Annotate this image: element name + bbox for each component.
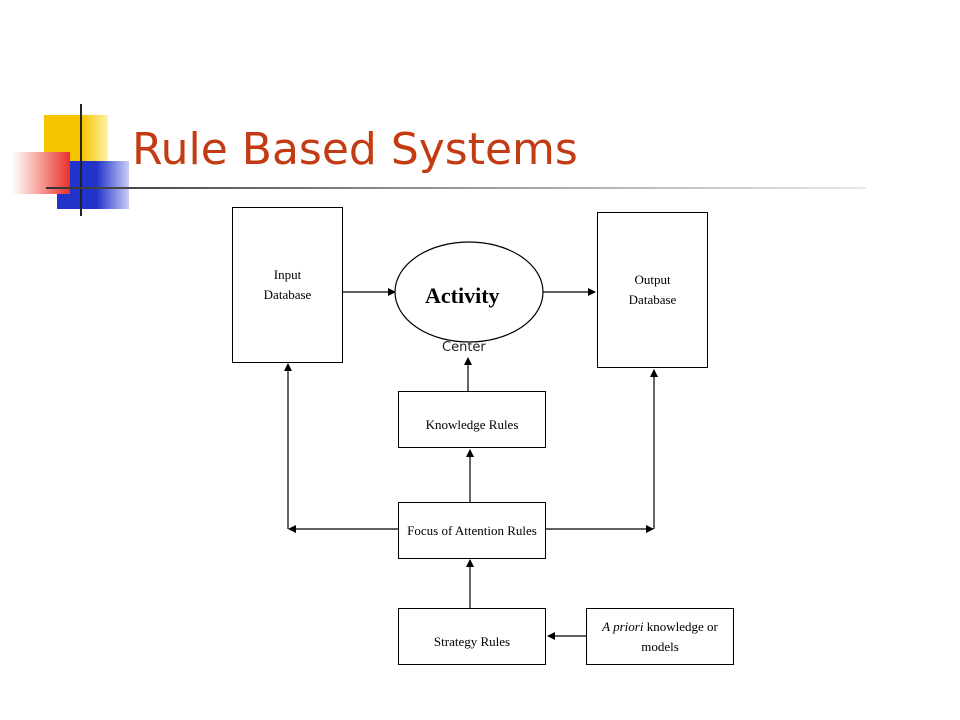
activity-center-label: Activity xyxy=(425,283,500,308)
output-database-box: Output Database xyxy=(597,212,708,368)
output-database-label: Output Database xyxy=(628,272,677,307)
slide-title: Rule Based Systems xyxy=(132,124,578,175)
focus-of-attention-rules-label: Focus of Attention Rules xyxy=(407,522,537,538)
activity-center-ellipse xyxy=(394,241,544,343)
strategy-rules-box: Strategy Rules xyxy=(398,608,546,665)
input-database-label: Input Database xyxy=(263,267,312,302)
strategy-rules-label: Strategy Rules xyxy=(433,634,511,649)
a-priori-knowledge-box: A priori knowledge or models xyxy=(586,608,734,665)
a-priori-italic: A priori xyxy=(602,618,644,634)
a-priori-rest: knowledge or models xyxy=(641,618,718,654)
knowledge-rules-box: Knowledge Rules xyxy=(398,391,546,448)
knowledge-rules-label: Knowledge Rules xyxy=(425,417,519,432)
a-priori-knowledge-label: A priori knowledge or models xyxy=(593,617,727,657)
input-database-box: Input Database xyxy=(232,207,343,363)
decoration-horizontal-line xyxy=(46,187,866,189)
decoration-vertical-line xyxy=(80,104,82,216)
activity-center-sublabel: Center xyxy=(442,340,486,355)
focus-of-attention-rules-box: Focus of Attention Rules xyxy=(398,502,546,559)
